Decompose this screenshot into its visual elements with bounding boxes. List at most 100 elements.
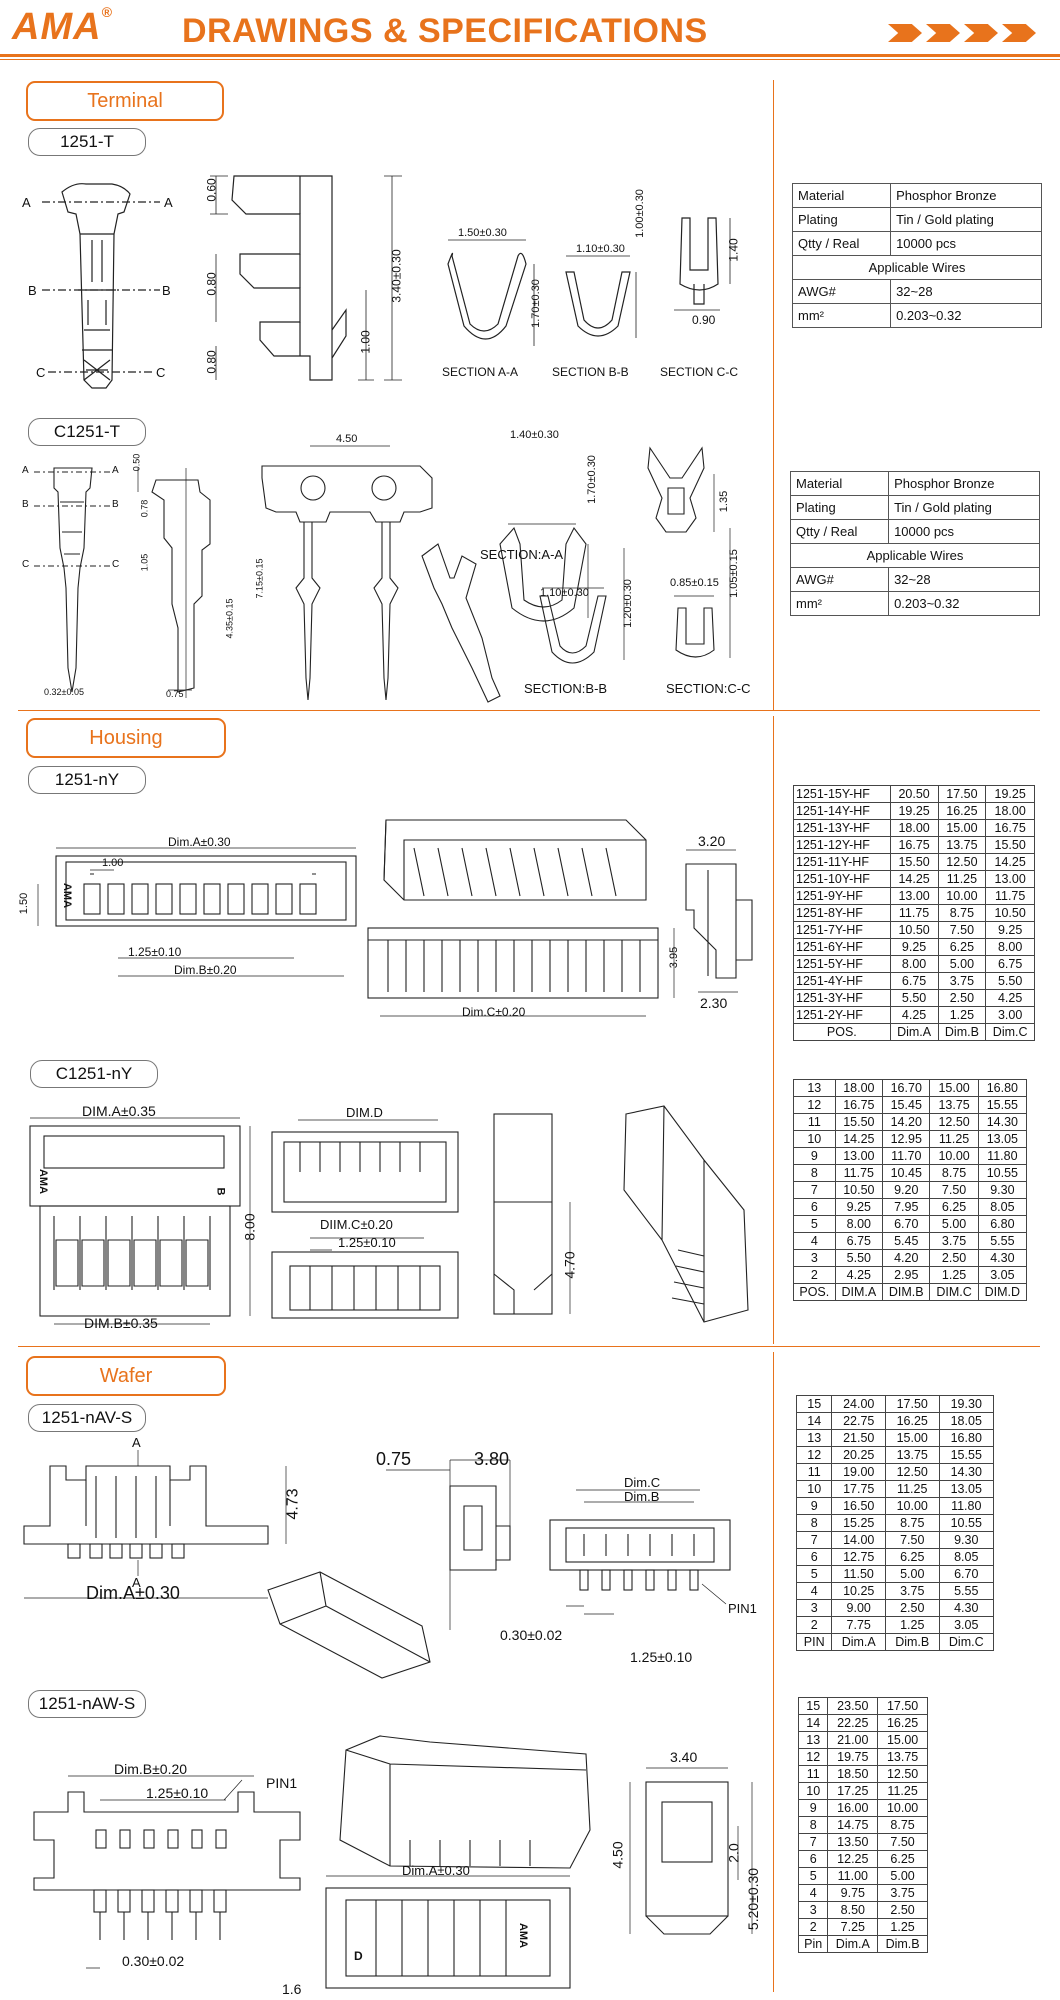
- table-cell: 13.75: [884, 1446, 940, 1464]
- dim-b: DIM.B±0.35: [84, 1315, 158, 1331]
- table-cell: 8.00: [889, 955, 939, 973]
- table-cell: 7: [793, 1181, 836, 1199]
- section-marker-b-left: B: [22, 499, 29, 510]
- table-cell: 1.25: [884, 1616, 940, 1634]
- table-cell: 11.75: [834, 1164, 884, 1182]
- table-cell: 9.00: [831, 1599, 886, 1617]
- section-marker-b-right: B: [162, 283, 171, 298]
- table-cell: 14.30: [938, 1463, 994, 1481]
- table-cell: 11.25: [937, 870, 987, 888]
- table-cell: 13.00: [889, 887, 939, 905]
- dim-7-15: 7.15±0.15: [254, 558, 265, 599]
- table-header-cell: DIM.D: [977, 1283, 1028, 1301]
- table-header-cell: Dim.B: [877, 1935, 928, 1953]
- table-cell: 7.50: [877, 1833, 928, 1851]
- table-cell: 9.20: [882, 1181, 931, 1199]
- table-cell: 1251-11Y-HF: [793, 853, 891, 871]
- table-cell: 6.75: [834, 1232, 884, 1250]
- table-cell: 11.70: [882, 1147, 931, 1165]
- table-cell: 1251-4Y-HF: [793, 972, 891, 990]
- table-cell: 15.00: [929, 1079, 979, 1097]
- section-marker-a-bottom: A: [132, 1575, 141, 1590]
- dim-section-b-height: 1.00±0.30: [633, 189, 646, 238]
- section-marker-c-right: C: [156, 365, 166, 380]
- dim-section-c-width: 0.90: [692, 313, 716, 327]
- table-cell: 4.25: [985, 989, 1035, 1007]
- table-cell: 14: [795, 1412, 833, 1430]
- dim-section-a-width: 1.50±0.30: [458, 227, 507, 239]
- table-cell: 10.45: [882, 1164, 931, 1182]
- table-cell: 8: [797, 1816, 829, 1834]
- table-cell: 3.75: [877, 1884, 928, 1902]
- table-cell: 32~28: [888, 567, 1040, 592]
- dim-1-00: 1.00: [358, 330, 373, 354]
- table-cell: Plating: [791, 207, 892, 232]
- table-cell: 4.30: [977, 1249, 1028, 1267]
- terminal-c1251-t-drawing: A A B B C C 0.32±0.05 0.50 0.78 1.05 0.7…: [14, 428, 774, 708]
- dim-1-05: 1.05: [139, 553, 150, 572]
- table-cell: 8.50: [827, 1901, 879, 1919]
- table-cell: 19.30: [938, 1395, 994, 1413]
- table-cell: 6.25: [929, 1198, 979, 1216]
- table-cell: 16.25: [877, 1714, 928, 1732]
- page-header: AMA® DRAWINGS & SPECIFICATIONS: [0, 0, 1060, 62]
- table-cell: 6: [797, 1850, 829, 1868]
- table-header-cell: Dim.B: [884, 1633, 940, 1651]
- table-cell: 13.05: [938, 1480, 994, 1498]
- table-cell: 15.50: [985, 836, 1035, 854]
- dim-0-50: 0.50: [131, 453, 142, 472]
- table-cell: 10000 pcs: [890, 231, 1042, 256]
- table-cell: 7.25: [827, 1918, 879, 1936]
- dim-1-35: 1.35: [718, 490, 731, 513]
- table-row: AWG#32~28: [791, 279, 1042, 304]
- table-cell: 8.05: [977, 1198, 1028, 1216]
- dim-section-b-height: 1.20±0.30: [621, 579, 634, 628]
- table-cell: 32~28: [890, 279, 1042, 304]
- table-cell: 12.25: [827, 1850, 879, 1868]
- table-cell: 9.25: [889, 938, 939, 956]
- table-cell: 8.00: [985, 938, 1035, 956]
- table-cell: 4: [797, 1884, 829, 1902]
- section-marker-a-top: A: [132, 1435, 141, 1450]
- dim-4-50: 4.50: [336, 433, 358, 445]
- table-cell: 15.25: [831, 1514, 886, 1532]
- dim-0-75: 0.75: [166, 689, 184, 699]
- chevron-arrows-icon: [888, 24, 1036, 42]
- dim-4-70: 4.70: [561, 1251, 578, 1279]
- table-cell: mm²: [791, 303, 892, 328]
- part-label-1251-ny: 1251-nY: [28, 766, 146, 794]
- table-cell: 3: [797, 1901, 829, 1919]
- table-cell: 18.00: [889, 819, 939, 837]
- table-cell: Material: [791, 183, 892, 208]
- part-label-1251-nav-s: 1251-nAV-S: [28, 1404, 146, 1432]
- table-cell: 4: [793, 1232, 836, 1250]
- section-divider: [18, 710, 1040, 711]
- table-cell: 16.75: [889, 836, 939, 854]
- table-cell: 17.50: [937, 785, 987, 803]
- table-cell: 9.25: [834, 1198, 884, 1216]
- table-cell: 6: [793, 1198, 836, 1216]
- table-header-cell: Dim.A: [889, 1023, 939, 1041]
- dim-0-30: 0.30±0.02: [122, 1953, 185, 1969]
- table-cell: 14.25: [834, 1130, 884, 1148]
